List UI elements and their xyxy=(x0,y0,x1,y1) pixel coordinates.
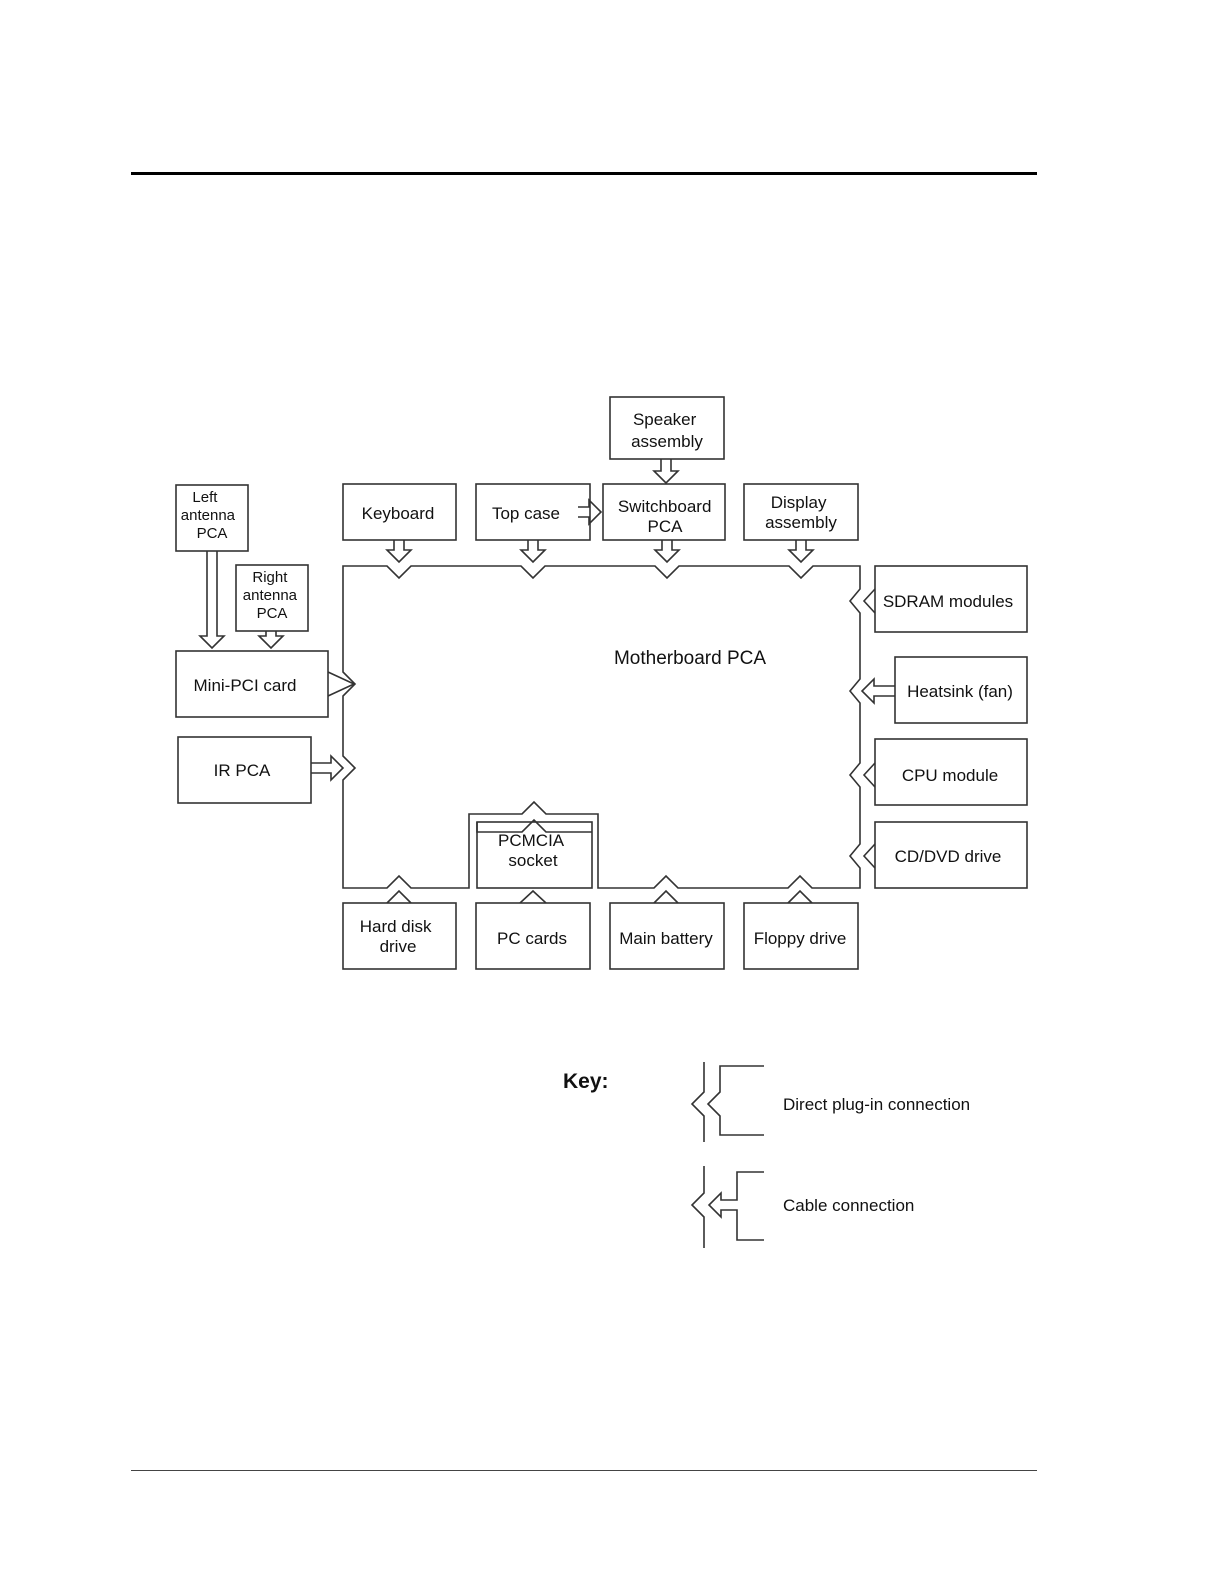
key-direct-label: Direct plug-in connection xyxy=(783,1095,970,1114)
key-cable-label: Cable connection xyxy=(783,1196,914,1215)
cddvd-box xyxy=(874,821,1028,889)
minipci-label: Mini-PCI card xyxy=(194,676,297,695)
key-title: Key: xyxy=(563,1070,609,1093)
sdram-box xyxy=(874,565,1028,633)
motherboard-label: Motherboard PCA xyxy=(614,648,766,669)
pccards-label: PC cards xyxy=(497,929,567,948)
key-legend: Key: Direct plug-in connection Cable con… xyxy=(563,1062,970,1248)
switchboard-box xyxy=(602,483,726,541)
header-rule xyxy=(131,172,1037,175)
switchboard-label: Switchboard PCA xyxy=(618,497,716,536)
motherboard: Motherboard PCA xyxy=(342,565,861,889)
direct-chevron-floppy xyxy=(787,889,813,904)
motherboard-outline xyxy=(342,565,861,889)
sdram-label: SDRAM modules xyxy=(883,592,1013,611)
irpca-label: IR PCA xyxy=(214,761,271,780)
right-antenna-label: Right antenna PCA xyxy=(243,569,301,622)
direct-chevron-sdram xyxy=(862,588,876,614)
cable-arrow-heatsink xyxy=(860,677,895,705)
key-direct-symbol xyxy=(690,1062,764,1142)
direct-chevron-battery xyxy=(653,889,679,904)
left-antenna-box xyxy=(175,484,249,552)
pcmcia-label: PCMCIA socket xyxy=(498,831,568,870)
battery-box xyxy=(609,902,725,970)
display-box xyxy=(743,483,859,541)
cable-arrow-right-antenna xyxy=(257,631,285,650)
cable-arrow-switchboard xyxy=(653,540,681,564)
right-antenna-box xyxy=(235,564,309,632)
footer-rule xyxy=(131,1470,1037,1471)
cable-arrow-speaker xyxy=(652,459,680,485)
pcmcia-box xyxy=(476,821,593,889)
heatsink-label: Heatsink (fan) xyxy=(907,682,1013,701)
heatsink-box xyxy=(894,656,1028,724)
left-antenna-label: Left antenna PCA xyxy=(181,489,239,542)
cable-arrow-keyboard xyxy=(385,540,413,564)
direct-chevron-cddvd xyxy=(862,843,876,869)
direct-chevron-minipci xyxy=(327,671,356,697)
irpca-box xyxy=(177,736,312,804)
cable-arrow-display xyxy=(787,540,815,564)
top-case-label: Top case xyxy=(492,504,560,523)
cpu-box xyxy=(874,738,1028,806)
direct-chevron-pcmcia xyxy=(476,818,592,833)
cddvd-label: CD/DVD drive xyxy=(895,847,1002,866)
key-cable-symbol xyxy=(690,1166,764,1248)
minipci-box xyxy=(175,650,329,718)
floppy-box xyxy=(743,902,859,970)
floppy-label: Floppy drive xyxy=(754,929,847,948)
keyboard-label: Keyboard xyxy=(362,504,435,523)
cpu-label: CPU module xyxy=(902,766,998,785)
cable-arrow-topcase-switchboard xyxy=(578,498,603,526)
harddisk-box xyxy=(342,902,457,970)
display-label: Display assembly xyxy=(765,493,837,532)
speaker-label: Speaker assembly xyxy=(631,410,703,451)
top-case-box xyxy=(475,483,591,541)
battery-label: Main battery xyxy=(619,929,713,948)
harddisk-label: Hard disk drive xyxy=(360,917,437,956)
direct-chevron-harddisk xyxy=(386,889,412,904)
keyboard-box xyxy=(342,483,457,541)
pccards-box xyxy=(475,902,591,970)
speaker-box xyxy=(609,396,725,460)
direct-chevron-pccards xyxy=(519,889,547,904)
direct-chevron-cpu xyxy=(862,762,876,788)
cable-arrow-irpca xyxy=(311,754,345,782)
cable-arrow-topcase xyxy=(519,540,547,564)
cable-arrow-left-antenna xyxy=(198,551,226,650)
